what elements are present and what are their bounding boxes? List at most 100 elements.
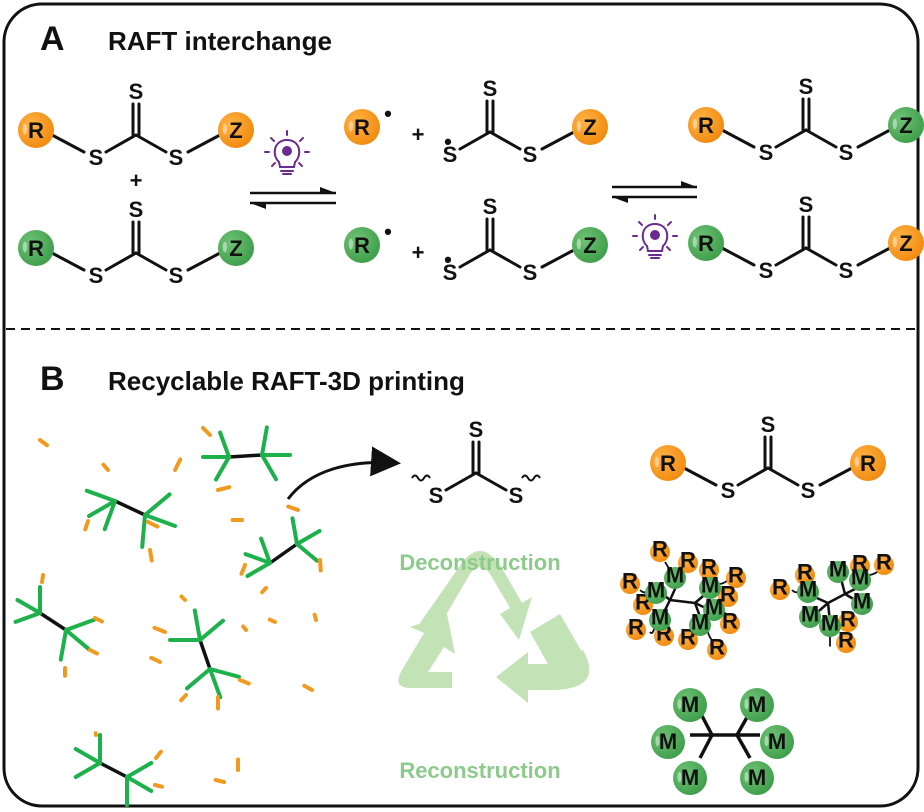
highlight (892, 236, 898, 248)
z-group-label: Z (583, 233, 596, 258)
r-radical: R (344, 227, 380, 263)
node-arm (260, 453, 278, 482)
monomer-unit-circle (797, 581, 819, 603)
monomer-unit: M (740, 761, 774, 795)
z-group: Z (218, 230, 254, 266)
r-radical-circle (344, 109, 380, 145)
r-group-circle (18, 230, 54, 266)
plus-sign: + (412, 240, 425, 265)
monomer-unit-circle (673, 761, 707, 795)
monomer-unit-circle (799, 606, 821, 628)
bulb-glass (273, 138, 301, 168)
bond (104, 133, 138, 154)
radical-dot: • (384, 219, 392, 244)
monomer-unit-label: M (651, 605, 669, 630)
node-arm (125, 761, 154, 779)
node-arm (84, 488, 117, 503)
z-group: Z (572, 109, 608, 145)
monomer-unit-circle (851, 593, 873, 615)
recycle-icon (398, 551, 590, 703)
chain-end (154, 749, 163, 760)
r-end-group-label: R (838, 627, 854, 652)
thioether-s-right: S (839, 140, 854, 165)
monomer-unit-circle (664, 567, 686, 589)
highlight (635, 601, 638, 608)
chain-end (146, 520, 160, 529)
chain-end (260, 586, 268, 595)
bond (736, 466, 770, 487)
light-bulb-icon-1 (264, 130, 310, 175)
node-arm (73, 761, 102, 779)
recycle-arrow-right (496, 614, 590, 703)
monomer-unit-label: M (768, 729, 786, 754)
chain-end (302, 683, 314, 692)
r-end-group-circle (678, 630, 698, 650)
core-bond (669, 598, 696, 605)
ray (639, 246, 644, 251)
z-group-label: Z (583, 115, 596, 140)
r-end-group-circle (836, 633, 856, 653)
node-arm (102, 499, 117, 532)
ray (638, 221, 643, 226)
highlight (701, 584, 705, 591)
bond (804, 246, 838, 267)
highlight (829, 568, 833, 575)
highlight (652, 548, 655, 555)
highlight (677, 772, 682, 783)
monomer-unit: M (827, 557, 849, 583)
r-end-group: R (620, 568, 640, 594)
ray (667, 221, 672, 226)
z-group-circle (572, 227, 608, 263)
z-group: Z (572, 227, 608, 263)
node-arm (198, 618, 225, 642)
thioether-s-right: S (169, 145, 184, 170)
thione-s: S (469, 417, 484, 442)
node-arm (73, 747, 102, 765)
node-arm (192, 608, 202, 642)
r-end-group: R (718, 581, 738, 607)
r-end-group: R (836, 627, 856, 653)
crosslinker-core (227, 453, 264, 459)
node-arm (208, 667, 223, 700)
monomer-unit: M (649, 605, 671, 631)
highlight (22, 123, 27, 135)
bond (444, 471, 478, 492)
r-end-group-label: R (876, 549, 892, 574)
monomer-unit-circle (827, 561, 849, 583)
monomer-unit-label: M (801, 602, 819, 627)
thione-s: S (129, 197, 144, 222)
r-end-group-circle (718, 587, 738, 607)
r-group-label: R (698, 113, 714, 138)
thioether-s-right: S (839, 258, 854, 283)
chain-end (286, 504, 300, 512)
node-arm (295, 529, 322, 546)
plus-sign: + (130, 168, 143, 193)
r-end-group-label: R (709, 634, 725, 659)
r-end-group-circle (838, 612, 858, 632)
node-arm (243, 552, 272, 565)
z-group-circle (888, 225, 924, 261)
z-group-circle (888, 107, 924, 143)
monomer-unit: M (651, 725, 685, 759)
monomer-unit-label: M (691, 610, 709, 635)
thione-s: S (483, 194, 498, 219)
chain-end (83, 519, 90, 532)
r-end-group-circle (650, 542, 670, 562)
light-bulb-icon-2 (632, 214, 678, 259)
r-radical: R (344, 109, 380, 145)
node-arm (140, 513, 147, 549)
z-group-label: Z (229, 118, 242, 143)
thioether-s-left: S (759, 258, 774, 283)
thioether-s-left: S (89, 145, 104, 170)
chain-end (38, 438, 49, 448)
monomer-unit-label: M (705, 595, 723, 620)
